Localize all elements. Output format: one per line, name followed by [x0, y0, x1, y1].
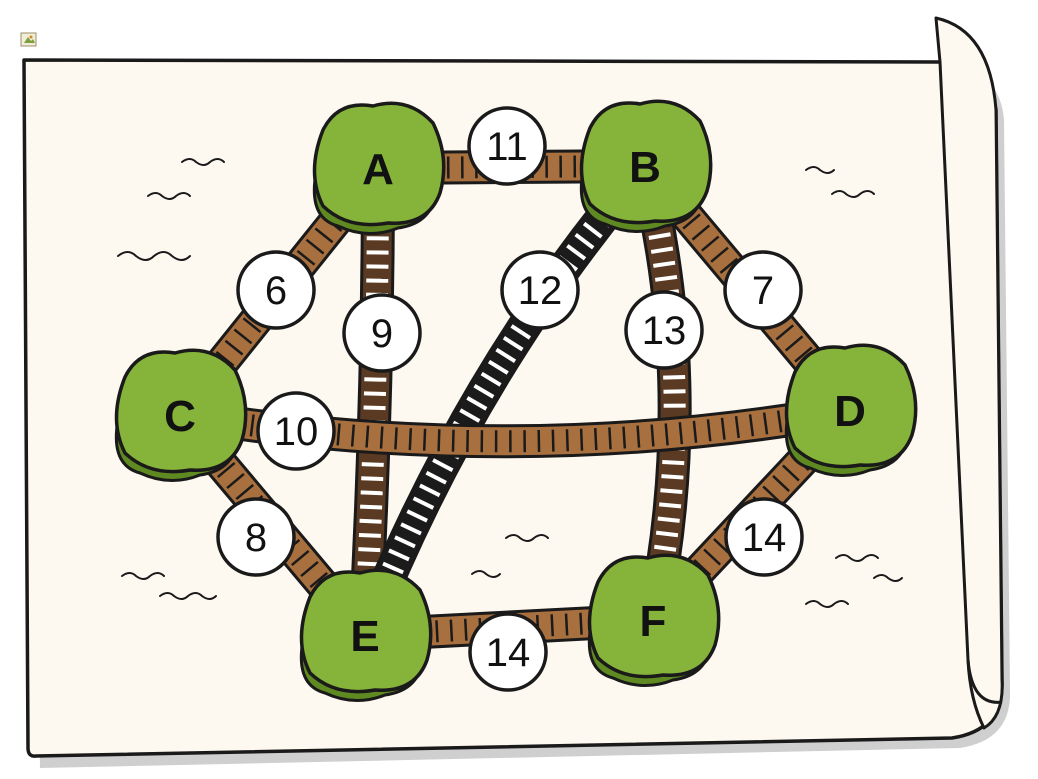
bridge-plank: [581, 429, 582, 451]
bridge-plank: [410, 428, 411, 450]
node-label: E: [350, 612, 379, 661]
bridge-plank: [364, 408, 386, 409]
bridge-plank: [451, 620, 452, 642]
bridge-plank: [359, 535, 381, 536]
bridge-plank: [439, 429, 440, 451]
edge-weight-label: 12: [518, 269, 563, 313]
edge-weight-label: 8: [245, 516, 267, 560]
bridge-plank: [595, 428, 596, 450]
bridge-plank: [623, 427, 624, 449]
edge-weight-label: 11: [486, 125, 528, 169]
edge-weight-a-e: 9: [344, 295, 420, 371]
edge-weight-b-f: 13: [626, 292, 702, 368]
bridge-plank: [465, 619, 466, 641]
edge-weight-c-e: 8: [218, 499, 294, 575]
bridge-plank: [655, 277, 677, 280]
bridge-plank: [553, 430, 554, 452]
bridge-plank: [367, 426, 369, 448]
node-e: E: [301, 570, 430, 700]
bridge-plank: [656, 533, 678, 536]
bridge-plank: [660, 490, 682, 492]
bridge-plank: [580, 613, 581, 635]
bridge-plank: [638, 426, 640, 448]
bridge-plank: [362, 464, 384, 465]
bridge-plank: [364, 379, 386, 380]
edge-weight-label: 7: [752, 269, 774, 313]
edge-weight-label: 14: [486, 631, 531, 675]
node-a: A: [314, 103, 443, 233]
bridge-plank: [659, 504, 681, 506]
node-label: F: [640, 597, 667, 646]
bridge-plank: [436, 620, 437, 642]
edge-weight-c-d: 10: [258, 393, 334, 469]
edge-weight-e-f: 14: [470, 614, 546, 690]
bridge-plank: [395, 427, 396, 449]
bridge-plank: [566, 614, 567, 636]
edge-weight-b-e: 12: [502, 252, 578, 328]
node-label: D: [834, 387, 866, 436]
edge-weight-b-d: 7: [725, 252, 801, 328]
edge-weight-label: 6: [265, 269, 287, 313]
bridge-plank: [658, 518, 680, 520]
node-label: B: [629, 143, 661, 192]
bridge-plank: [609, 427, 610, 449]
edge-weight-label: 9: [371, 312, 393, 356]
bridge-plank: [360, 521, 382, 522]
bridge-plank: [652, 425, 654, 447]
edge-weight-a-b: 11: [469, 108, 545, 184]
edge-weight-d-f: 14: [726, 499, 802, 575]
broken-image-icon: [21, 33, 36, 46]
bridge-plank: [352, 425, 354, 447]
node-d: D: [786, 345, 915, 475]
bridge-plank: [361, 478, 383, 479]
bridge-plank: [424, 429, 425, 451]
bridge-plank: [552, 614, 553, 636]
bridge-plank: [662, 462, 684, 463]
bridge-plank: [453, 430, 454, 452]
bridge-plank: [381, 427, 382, 449]
bridge-plank: [567, 429, 568, 451]
node-label: C: [164, 392, 196, 441]
bridge-plank: [360, 507, 382, 508]
node-f: F: [589, 555, 718, 685]
bridge-plank: [358, 549, 380, 550]
node-b: B: [581, 101, 710, 231]
bridge-plank: [661, 476, 683, 477]
edge-weight-label: 13: [642, 309, 687, 353]
node-label: A: [362, 145, 394, 194]
bridge-plank: [663, 377, 685, 378]
edge-weight-label: 14: [742, 516, 787, 560]
bridge-plank: [364, 393, 386, 394]
edge-weight-label: 10: [274, 410, 319, 454]
node-c: C: [116, 350, 245, 480]
bridge-plank: [361, 492, 383, 493]
edge-weight-a-c: 6: [238, 252, 314, 328]
